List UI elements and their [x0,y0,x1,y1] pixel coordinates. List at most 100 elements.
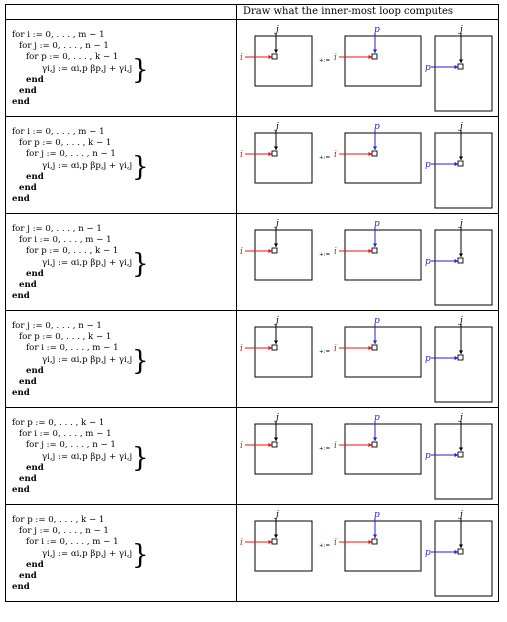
outer-loop-line: for j := 0, . . . , n − 1 [12,224,102,234]
arrow-p-a-head [372,243,378,247]
matrix-b-box [434,520,493,597]
arrow-j-c-head [273,243,279,247]
matrix-a-box [344,132,422,184]
update-statement: γi,j := αi,p βp,j + γi,j [42,257,133,268]
brace-symbol: } [132,54,149,86]
arrow-i-a-head [368,539,372,545]
inner-end: end [26,268,44,279]
arrow-i-a-head [368,54,372,60]
element-cell-a [371,247,378,254]
arrow-p-a-head [372,437,378,441]
label-i: i [240,150,243,160]
update-operator: +:= [319,446,330,452]
element-cell-a [371,344,378,351]
arrow-i-a-head [368,248,372,254]
outer-end: end [12,388,30,399]
element-cell-a [371,53,378,60]
middle-loop-line: for p := 0, . . . , k − 1 [19,138,112,149]
inner-loop-line: for j := 0, . . . , n − 1 [26,149,116,160]
inner-loop-line: for j := 0, . . . , n − 1 [26,440,116,451]
middle-loop-line: for j := 0, . . . , n − 1 [19,41,109,52]
arrow-p-b-head [454,161,458,167]
label-p-b: p [425,160,431,170]
update-operator: +:= [319,543,330,549]
outer-end: end [12,485,30,496]
worksheet-table: Draw what the inner-most loop computes f… [5,4,499,602]
arrow-i-a-head [368,151,372,157]
matrix-c-box [254,326,313,378]
label-j-b: j [458,219,463,229]
label-j-b: j [458,510,463,520]
arrow-j-b-head [458,156,464,160]
label-p-b: p [425,451,431,461]
arrow-p-a-head [372,49,378,53]
matrix-c-box [254,423,313,475]
inner-end: end [26,365,44,376]
element-cell [271,247,278,254]
update-statement: γi,j := αi,p βp,j + γi,j [42,451,133,462]
arrow-i-a-head [368,442,372,448]
outer-loop-line: for i := 0, . . . , m − 1 [12,127,105,137]
arrow-j-c-head [273,146,279,150]
brace-symbol: } [132,539,149,571]
label-i-a: i [334,150,337,160]
arrow-i-c-head [268,151,272,157]
update-operator: +:= [319,155,330,161]
label-j-b: j [458,25,463,35]
matrix-a-box [344,35,422,87]
label-p-b: p [425,257,431,267]
arrow-j-b-head [458,253,464,257]
arrow-i-c-head [268,442,272,448]
matrix-c-box [254,520,313,572]
matrix-b-box [434,423,493,500]
arrow-j-c-head [273,437,279,441]
outer-end: end [12,194,30,205]
element-cell-b [457,257,464,264]
arrow-j-b-head [458,59,464,63]
element-cell [271,538,278,545]
middle-end: end [19,183,37,194]
label-i-a: i [334,53,337,63]
inner-loop-line: for i := 0, . . . , m − 1 [26,537,119,548]
arrow-j-b-head [458,447,464,451]
element-cell-b [457,354,464,361]
label-j: j [274,25,279,35]
header-row: Draw what the inner-most loop computes [5,4,499,20]
label-i-a: i [334,247,337,257]
element-cell-b [457,451,464,458]
middle-loop-line: for p := 0, . . . , k − 1 [19,332,112,343]
label-i: i [240,247,243,257]
inner-end: end [26,462,44,473]
arrow-j-c-head [273,49,279,53]
brace-symbol: } [132,248,149,280]
outer-end: end [12,97,30,108]
middle-loop-line: for j := 0, . . . , n − 1 [19,526,109,537]
arrow-p-b-head [454,355,458,361]
outer-end: end [12,582,30,593]
matrix-a-box [344,520,422,572]
element-cell-a [371,150,378,157]
arrow-i-c-head [268,539,272,545]
label-i: i [240,538,243,548]
matrix-b-box [434,229,493,306]
label-p: p [374,413,380,423]
middle-end: end [19,280,37,291]
update-operator: +:= [319,58,330,64]
arrow-i-a-head [368,345,372,351]
label-i: i [240,344,243,354]
